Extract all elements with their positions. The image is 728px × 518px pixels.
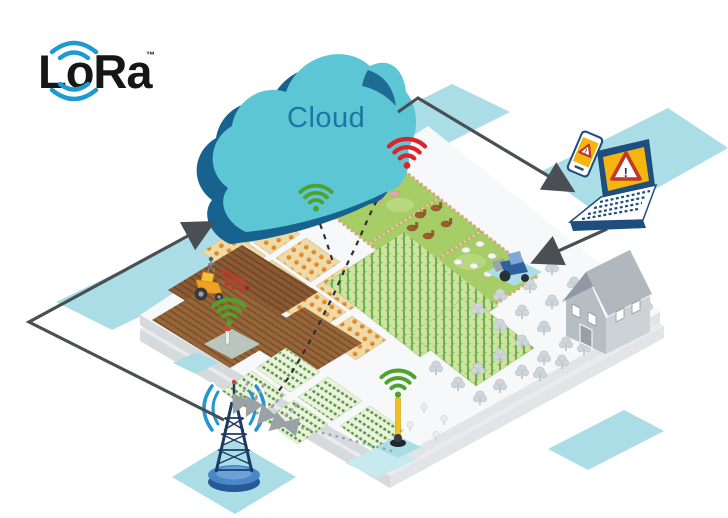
network-links (25, 96, 608, 422)
barn-window (631, 299, 641, 315)
pole-sensor-uplink (279, 417, 393, 453)
platform-lower-side-right (390, 326, 664, 488)
cloud-label: Cloud (287, 102, 365, 134)
crop-plot (275, 237, 341, 283)
barn-door (579, 323, 593, 349)
devices-to-farm-link (530, 227, 608, 266)
barn-roof-right (586, 250, 652, 316)
gateway-to-cloud-link (25, 220, 225, 422)
animal-tracking-trail (275, 166, 406, 395)
corn-field (409, 295, 535, 387)
blue-tractor-cab (508, 251, 523, 265)
phone-home-button (574, 165, 584, 171)
horse-pen (406, 202, 453, 240)
laptop: ! (567, 139, 658, 231)
sensor-uplink-arrows (232, 381, 393, 453)
cloud-icon (212, 54, 417, 232)
cloud: Cloud (196, 54, 417, 244)
warning-triangle-icon (610, 151, 642, 181)
sensor-post-cap (225, 326, 230, 331)
animal-tracking-trail-branch (318, 223, 336, 267)
tractor-wheel (521, 274, 529, 282)
tractor-wheel (499, 270, 511, 282)
soil-field (246, 307, 362, 378)
laptop-alert-text: ! (624, 165, 628, 180)
tractor-hub (217, 295, 221, 299)
sensor-tile (204, 329, 260, 359)
barn-window (571, 303, 581, 319)
tower-base-top (216, 466, 252, 480)
cloud-to-devices-link (397, 96, 576, 193)
tower-beacon (231, 379, 237, 385)
platform-side-right (390, 312, 660, 472)
phone-alert-text: ! (583, 148, 588, 155)
cloud-fold (362, 70, 396, 106)
pasture-highlight (386, 198, 414, 212)
laptop-base (570, 220, 646, 231)
smartphone: ! (566, 130, 604, 178)
tractor-group (194, 256, 250, 302)
soil-sensor (204, 325, 260, 359)
barn (562, 250, 652, 354)
warning-triangle-icon (578, 143, 592, 158)
farmer-icon (207, 256, 215, 273)
vegetable-plot (255, 347, 321, 393)
seeder-implement (220, 268, 250, 293)
corn-fields (325, 231, 535, 387)
lora-logo: LoRa ™ (38, 40, 155, 102)
laptop-keys (581, 189, 651, 221)
edge-tile (173, 352, 219, 374)
barn-window (587, 311, 597, 327)
pole-sensor (375, 397, 421, 458)
edge-tile (548, 410, 664, 470)
lora-trademark: ™ (146, 50, 155, 60)
blue-tractor-group (486, 251, 542, 286)
radio-wave-arcs-icon (49, 40, 99, 102)
sensor-head (394, 434, 402, 442)
vegetable-plot (297, 376, 363, 422)
tractor-hub (198, 291, 204, 297)
barn-window (615, 307, 625, 323)
sensor-pole (395, 397, 401, 441)
sensor-base (390, 439, 406, 447)
